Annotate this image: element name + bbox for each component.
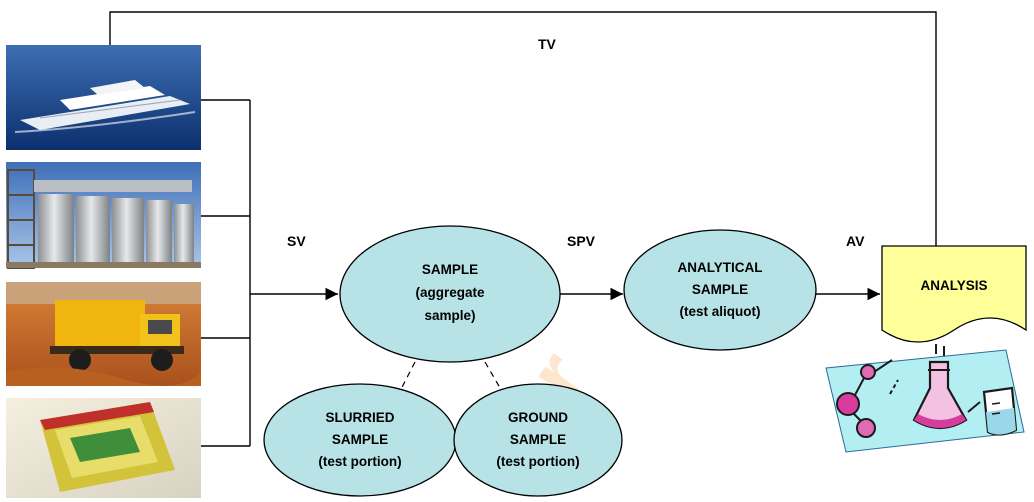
analytical-node-line-1: ANALYTICAL	[677, 260, 762, 275]
tv-label: TV	[538, 36, 557, 52]
ground-dashed-link	[484, 361, 504, 394]
slurried-node-line-2: SAMPLE	[332, 432, 388, 447]
av-label: AV	[846, 233, 865, 249]
analysis-node: ANALYSIS	[881, 245, 1027, 343]
spv-label: SPV	[567, 233, 596, 249]
source-image-truck	[6, 282, 201, 386]
sample-node: SAMPLE (aggregate sample)	[339, 225, 561, 363]
source-image-silos	[6, 162, 201, 269]
source-image-package	[6, 398, 201, 498]
slurried-node-line-3: (test portion)	[318, 454, 401, 469]
connector-lines	[109, 11, 937, 447]
ground-sample-node: GROUND SAMPLE (test portion)	[453, 383, 623, 497]
sample-node-line-2: (aggregate	[415, 285, 485, 300]
ground-node-line-1: GROUND	[508, 410, 568, 425]
slurried-sample-node: SLURRIED SAMPLE (test portion)	[263, 383, 457, 497]
analysis-node-label: ANALYSIS	[920, 278, 987, 293]
ground-node-line-2: SAMPLE	[510, 432, 566, 447]
ground-node-line-3: (test portion)	[496, 454, 579, 469]
slurried-node-line-1: SLURRIED	[325, 410, 394, 425]
sample-node-line-1: SAMPLE	[422, 262, 478, 277]
lab-equipment-clipart	[825, 344, 1025, 453]
analytical-sample-node: ANALYTICAL SAMPLE (test aliquot)	[623, 229, 817, 351]
sample-node-line-3: sample)	[424, 308, 475, 323]
analytical-node-line-2: SAMPLE	[692, 282, 748, 297]
sv-label: SV	[287, 233, 306, 249]
tv-connector	[109, 11, 937, 248]
source-image-ship	[6, 45, 201, 150]
analytical-node-line-3: (test aliquot)	[680, 304, 761, 319]
